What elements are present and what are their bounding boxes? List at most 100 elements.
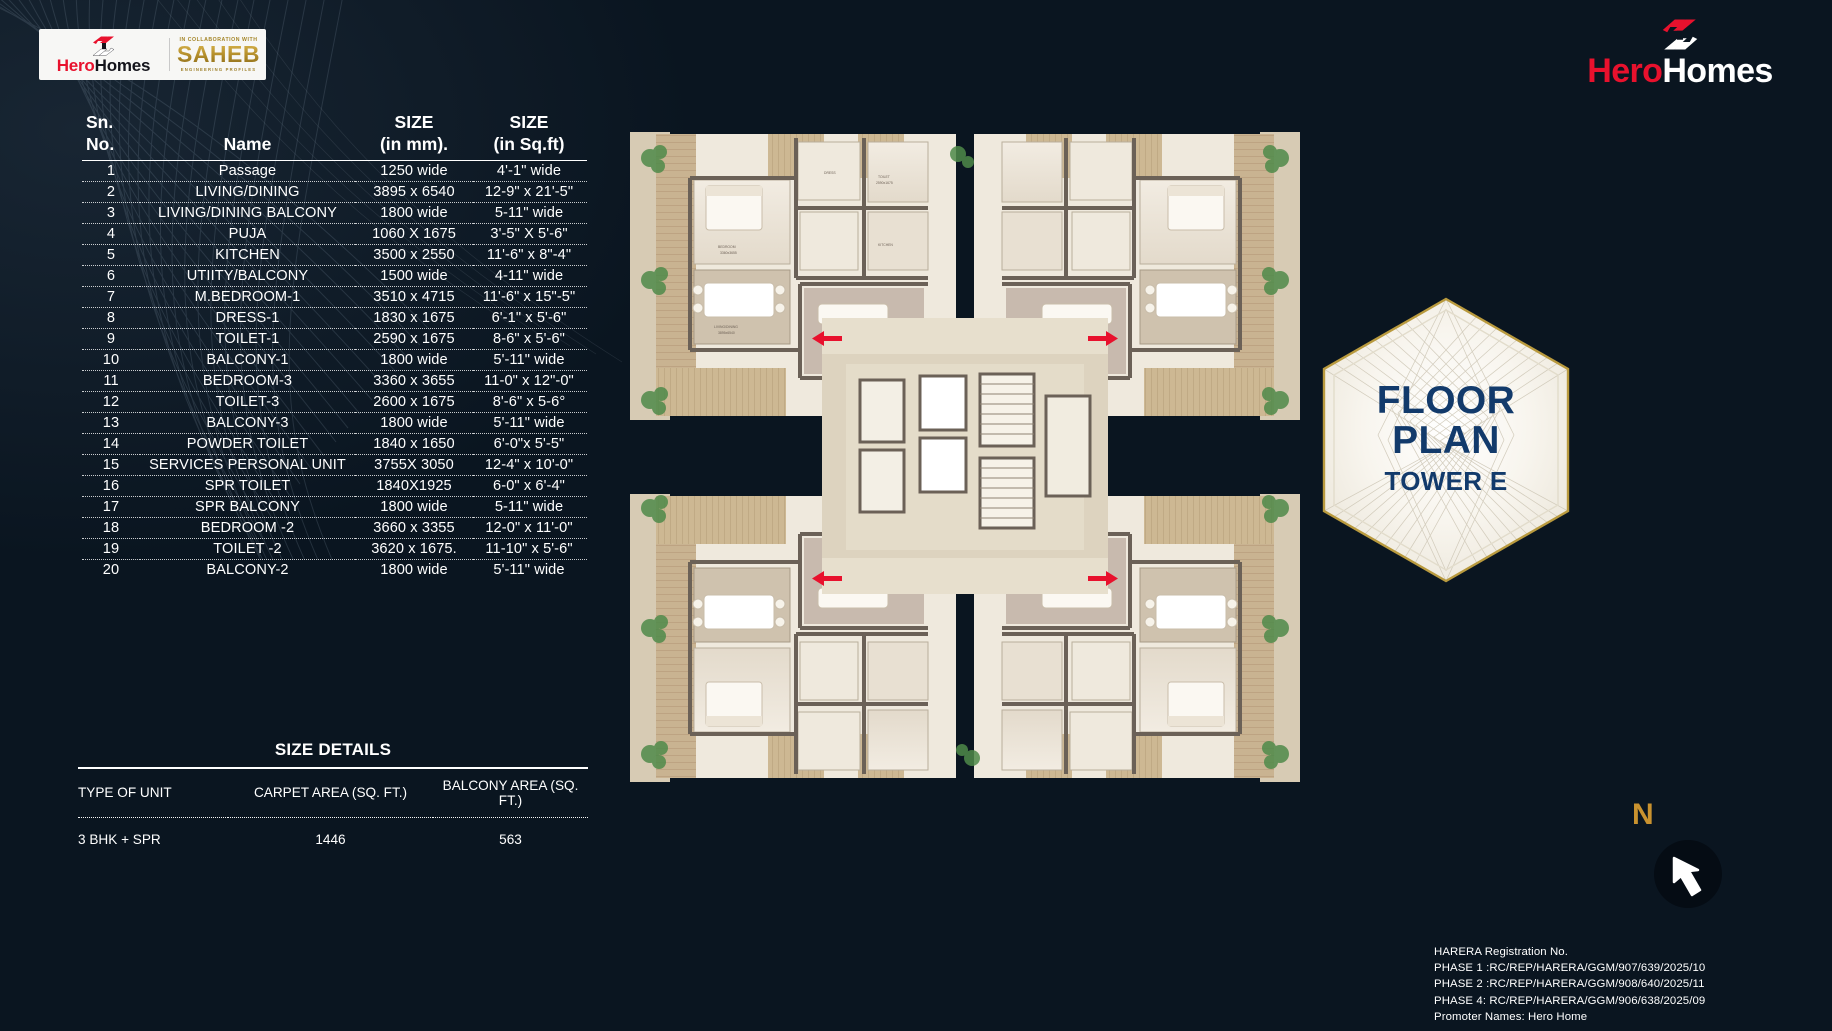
- cell-sn: 18: [82, 517, 140, 540]
- cell-sn: 2: [82, 181, 140, 204]
- cell-ft: 5'-11" wide: [473, 349, 587, 372]
- harera-phase-1: PHASE 1 :RC/REP/HARERA/GGM/907/639/2025/…: [1434, 962, 1706, 975]
- spec-table-head: Sn. SIZE SIZE No. Name (in mm). (in Sq.f…: [82, 112, 587, 162]
- north-label: N: [1632, 798, 1654, 831]
- saheb-wordmark: SAHEB: [176, 41, 260, 67]
- cell-name: M.BEDROOM-1: [140, 286, 355, 309]
- spec-header-rule: [82, 156, 587, 162]
- badge-line-floor: FLOOR: [1376, 379, 1516, 423]
- svg-text:3895x6540: 3895x6540: [718, 331, 735, 335]
- badge-line-plan: PLAN: [1392, 418, 1500, 462]
- cell-name: TOILET -2: [140, 538, 355, 561]
- cell-sn: 8: [82, 307, 140, 330]
- cell-mm: 3895 x 6540: [355, 181, 473, 204]
- cell-name: TOILET-3: [140, 391, 355, 414]
- size-details-header-row: TYPE OF UNIT CARPET AREA (SQ. FT.) BALCO…: [78, 768, 588, 818]
- hero-homes-mark-icon: [92, 36, 114, 56]
- cell-sn: 10: [82, 349, 140, 372]
- cell-sn: 9: [82, 328, 140, 351]
- cell-name: BALCONY-3: [140, 412, 355, 435]
- harera-phase-4: PHASE 4: RC/REP/HARERA/GGM/906/638/2025/…: [1434, 994, 1706, 1007]
- header-type-of-unit: TYPE OF UNIT: [78, 768, 228, 818]
- plan-trees: [641, 145, 1289, 769]
- header-name-spacer: [140, 113, 355, 135]
- cell-sn: 20: [102, 561, 120, 578]
- header-balcony-area: BALCONY AREA (SQ. FT.): [433, 768, 588, 818]
- cell-sn: 19: [82, 538, 140, 561]
- badge-text-group: FLOOR PLAN TOWER E: [1318, 295, 1574, 585]
- harera-phase-2: PHASE 2 :RC/REP/HARERA/GGM/908/640/2025/…: [1434, 978, 1705, 991]
- cell-mm: 1800 wide: [355, 349, 473, 372]
- logo-divider: [169, 38, 170, 71]
- cell-mm: 1060 X 1675: [355, 223, 473, 246]
- cell-name: BALCONY-1: [140, 349, 355, 372]
- cell-ft: 8-6" x 5'-6": [473, 328, 587, 351]
- cell-mm: 1840 x 1650: [355, 433, 473, 456]
- cell-mm: 1250 wide: [355, 160, 473, 183]
- cell-name: UTIITY/BALCONY: [140, 265, 355, 288]
- cell-sn: 3: [82, 202, 140, 225]
- cell-ft: 12-4" x 10'-0": [473, 454, 587, 477]
- cell-ft: 8'-6" x 5-6°: [473, 391, 587, 414]
- cell-ft: 12-0" x 11'-0": [473, 517, 587, 540]
- partner-logo-lockup: HeroHomes IN COLLABORATION WITH SAHEB EN…: [39, 29, 266, 80]
- cell-name: POWDER TOILET: [140, 433, 355, 456]
- header-name: Name: [223, 133, 272, 154]
- cell-mm: 3660 x 3355: [355, 517, 473, 540]
- cell-name: PUJA: [140, 223, 355, 246]
- cell-name: DRESS-1: [140, 307, 355, 330]
- cell-ft: 11'-6" x 15"-5": [473, 286, 587, 309]
- hero-homes-wordmark: HeroHomes: [56, 56, 151, 75]
- cell-ft: 11-10" x 5'-6": [473, 538, 587, 561]
- size-details-block: SIZE DETAILS TYPE OF UNIT CARPET AREA (S…: [78, 740, 588, 847]
- cell-ft: 5-11" wide: [473, 496, 587, 519]
- cell-mm: 1800 wide: [355, 202, 473, 225]
- header-sn-line2: No.: [86, 133, 115, 154]
- cell-name: Passage: [140, 160, 355, 183]
- cell-name: BALCONY-2: [206, 561, 289, 578]
- cell-ft: 12-9" x 21'-5": [473, 181, 587, 204]
- size-details-rule: [78, 767, 588, 769]
- cell-sn: 6: [82, 265, 140, 288]
- spec-table: Sn. SIZE SIZE No. Name (in mm). (in Sq.f…: [82, 112, 587, 581]
- saheb-logo: IN COLLABORATION WITH SAHEB ENGINEERING …: [177, 37, 260, 72]
- cell-mm: 1830 x 1675: [355, 307, 473, 330]
- cell-mm: 1800 wide: [355, 412, 473, 435]
- cell-name: BEDROOM -2: [140, 517, 355, 540]
- cell-name: LIVING/DINING: [140, 181, 355, 204]
- cell-sn: 1: [82, 160, 140, 183]
- cell-name: SPR BALCONY: [140, 496, 355, 519]
- cell-sn: 11: [82, 370, 140, 393]
- entry-arrow-top-right: [1088, 331, 1118, 346]
- cell-sn: 13: [82, 412, 140, 435]
- size-details-head: TYPE OF UNIT CARPET AREA (SQ. FT.) BALCO…: [78, 768, 588, 818]
- hero-homes-logo-small: HeroHomes: [45, 35, 162, 74]
- plan-corridor: [822, 318, 1108, 594]
- hero-homes-wordmark: HeroHomes: [1587, 52, 1773, 90]
- cell-sn: 14: [82, 433, 140, 456]
- cell-name: KITCHEN: [140, 244, 355, 267]
- cell-balcony: 563: [499, 831, 522, 847]
- cell-ft: 11'-6" x 8"-4": [473, 244, 587, 267]
- cell-ft: 5'-11" wide: [493, 561, 565, 578]
- header-size-ft-line1: SIZE: [509, 112, 549, 132]
- entry-arrow-bottom-left: [812, 571, 842, 586]
- floor-plan-badge: FLOOR PLAN TOWER E: [1318, 295, 1574, 585]
- plan-central-core: [822, 352, 1108, 562]
- cell-mm: 1800 wide: [355, 496, 473, 519]
